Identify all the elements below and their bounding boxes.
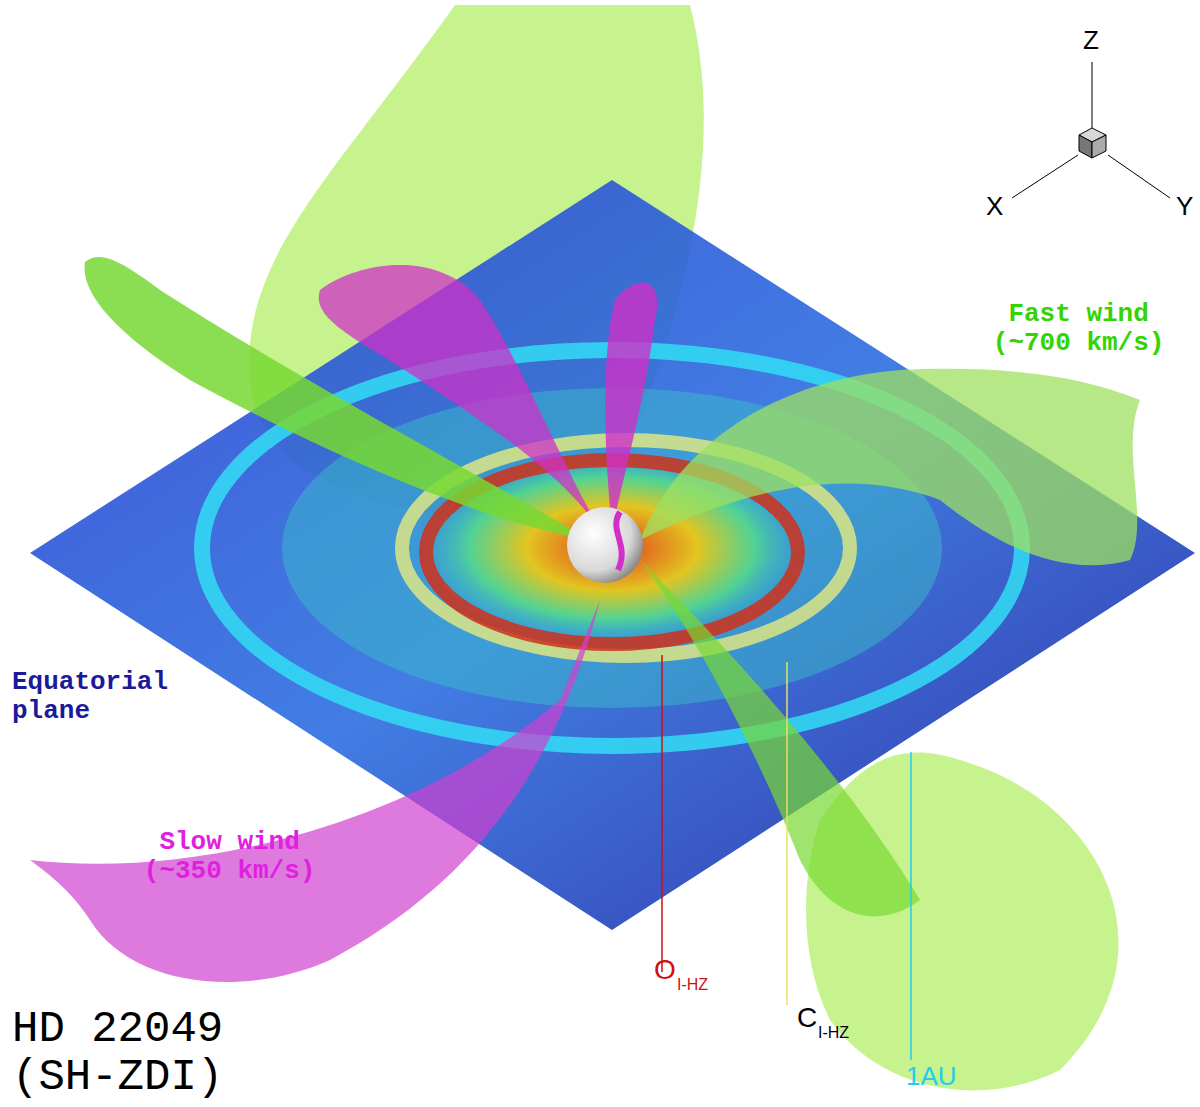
- axis-label: X: [986, 192, 1003, 221]
- leader-line: [786, 662, 788, 1005]
- slow-wind-lobe: [605, 283, 657, 530]
- fast-wind-arm: [84, 257, 590, 540]
- leader-line: [910, 752, 912, 1060]
- slow-wind-lobe: [30, 600, 600, 982]
- plane-label: Equatorial plane: [12, 668, 176, 725]
- star-name: HD 22049 (SH-ZDI): [12, 1005, 250, 1102]
- slow-wind-root: [616, 512, 621, 570]
- zone-subscript: I-HZ: [818, 1024, 849, 1042]
- leader-line: [661, 655, 663, 972]
- zone-subscript: I-HZ: [677, 976, 708, 994]
- axis-cube: [1079, 135, 1092, 158]
- wind-label: Slow wind (~350 km/s): [136, 828, 323, 885]
- distance-label: 1AU: [906, 1062, 957, 1091]
- star-sphere: [567, 507, 643, 583]
- axis-label: Y: [1176, 192, 1193, 221]
- axis-label: Z: [1083, 26, 1099, 55]
- fast-wind-arm: [640, 560, 920, 916]
- axis-line: [1108, 155, 1170, 198]
- wind-label: Fast wind (~700 km/s): [985, 300, 1172, 357]
- axis-cube: [1092, 135, 1106, 158]
- equatorial-plane: [30, 180, 1195, 930]
- axis-line: [1012, 155, 1078, 198]
- zone-label: O: [654, 955, 676, 986]
- zone-label: C: [797, 1003, 817, 1034]
- axis-line: [1092, 62, 1093, 128]
- fast-wind-arm: [640, 369, 1140, 566]
